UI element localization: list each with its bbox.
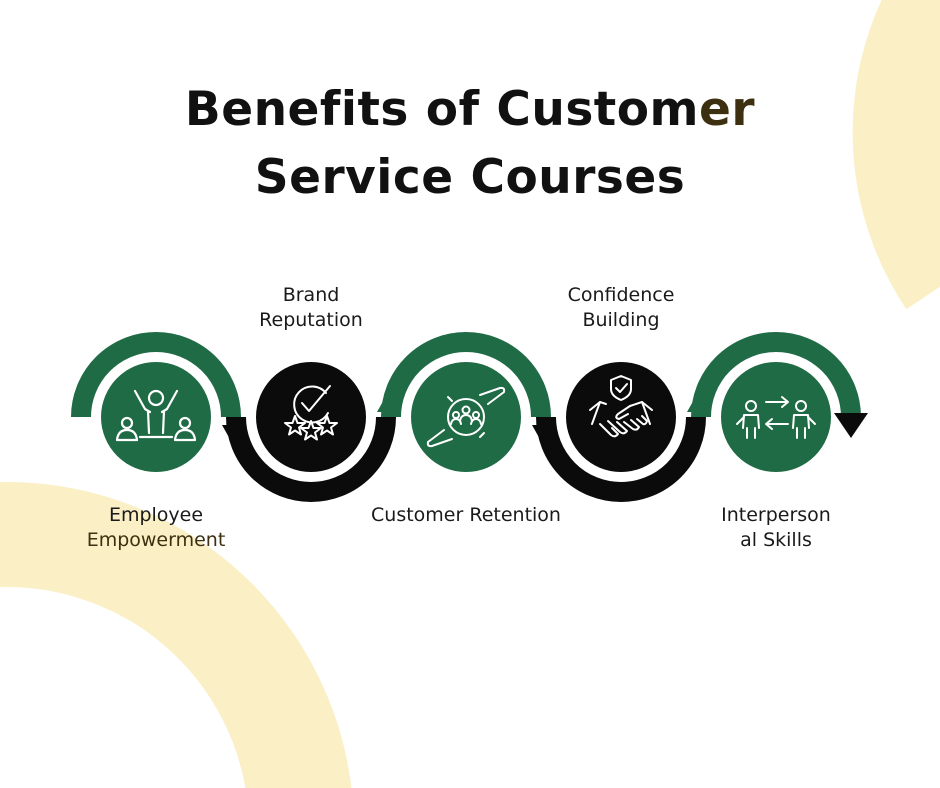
customers-in-hands-icon xyxy=(426,386,506,448)
decorative-arc-bottom-left xyxy=(0,482,352,788)
connector-arc-3 xyxy=(381,332,551,418)
label-line: Employee xyxy=(108,504,204,526)
people-exchange-icon xyxy=(736,396,816,439)
label-line: Building xyxy=(582,309,660,331)
label-line: Empowerment xyxy=(86,529,226,551)
label-confidence-building: Confidence Building xyxy=(531,283,711,333)
step-circle-customer-retention xyxy=(411,362,521,472)
label-brand-reputation: Brand Reputation xyxy=(231,283,391,333)
step-circle-interpersonal-skills xyxy=(721,362,831,472)
connector-arc-1 xyxy=(71,332,241,418)
label-employee-empowerment: Employee Empowerment xyxy=(76,503,236,553)
label-line: Brand xyxy=(282,284,340,306)
title-text-accent: er xyxy=(699,82,756,137)
handshake-shield-icon xyxy=(589,375,653,438)
star-rating-check-icon xyxy=(284,385,338,441)
label-line: Interperson xyxy=(721,504,831,526)
arrowhead-down-1 xyxy=(222,425,240,441)
step-circle-brand-reputation xyxy=(256,362,366,472)
label-line: al Skills xyxy=(740,529,812,551)
arrowhead-up-2 xyxy=(377,396,395,412)
label-line: Reputation xyxy=(259,309,363,331)
label-interpersonal-skills: Interperson al Skills xyxy=(696,503,856,553)
label-customer-retention: Customer Retention xyxy=(356,503,576,528)
connector-arc-2 xyxy=(226,416,396,502)
arrowhead-end xyxy=(834,413,868,438)
label-line: Customer Retention xyxy=(371,504,561,526)
label-line: Confidence xyxy=(567,284,675,306)
arrowhead-down-3 xyxy=(532,425,550,441)
title-text: Benefits of Custom xyxy=(184,82,700,137)
arrowhead-up-4 xyxy=(687,396,705,412)
connector-arc-5 xyxy=(691,332,861,418)
step-circle-confidence-building xyxy=(566,362,676,472)
page-title-line-1: Benefits of Customer xyxy=(0,82,940,137)
page-title-line-2: Service Courses xyxy=(254,150,686,205)
decorative-arc-top-right xyxy=(852,0,940,310)
connector-arc-4 xyxy=(536,416,706,502)
team-celebration-icon xyxy=(115,389,197,442)
step-circle-employee-empowerment xyxy=(101,362,211,472)
